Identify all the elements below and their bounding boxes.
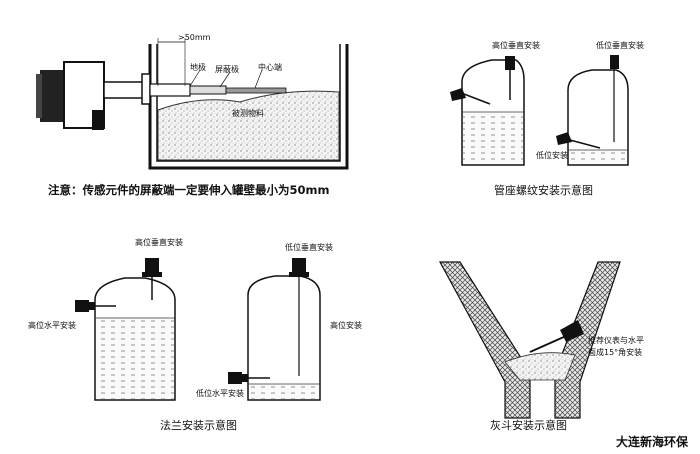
flange-low-vertical-label: 低位垂直安装 <box>285 243 333 252</box>
hopper-caption: 灰斗安装示意图 <box>490 419 567 432</box>
flange-high-label: 高位安装 <box>330 321 362 330</box>
pipe-thread-caption: 管座螺纹安装示意图 <box>494 184 593 197</box>
flange-low-horizontal-label: 低位水平安装 <box>196 389 244 398</box>
side-mount-diagram <box>36 38 349 170</box>
ground-pole-label: 地极 <box>190 63 206 72</box>
pipe-thread-diagram <box>450 55 629 166</box>
pipe-low-vertical-label: 低位垂直安装 <box>596 41 644 50</box>
shield-pole-label: 屏蔽极 <box>215 65 239 74</box>
hopper-recommend-line2: 面成15°角安装 <box>588 348 643 357</box>
flange-high-horizontal-label: 高位水平安装 <box>28 321 76 330</box>
hopper-diagram <box>438 261 621 419</box>
hopper-recommend-line1: 推荐仪表与水平 <box>588 336 644 345</box>
pipe-low-label: 低位安装 <box>536 151 568 160</box>
center-pole-label: 中心端 <box>258 63 282 72</box>
brand-label: 大连新海环保 <box>616 435 689 449</box>
flange-high-vertical-label: 高位垂直安装 <box>135 238 183 247</box>
dimension-label: >50mm <box>178 33 211 42</box>
pipe-high-vertical-label: 高位垂直安装 <box>492 41 540 50</box>
flange-diagram <box>75 258 321 401</box>
material-label: 被测物料 <box>232 109 264 118</box>
installation-note: 注意：传感元件的屏蔽端一定要伸入罐壁最小为50mm <box>48 183 330 197</box>
flange-caption: 法兰安装示意图 <box>160 419 237 432</box>
